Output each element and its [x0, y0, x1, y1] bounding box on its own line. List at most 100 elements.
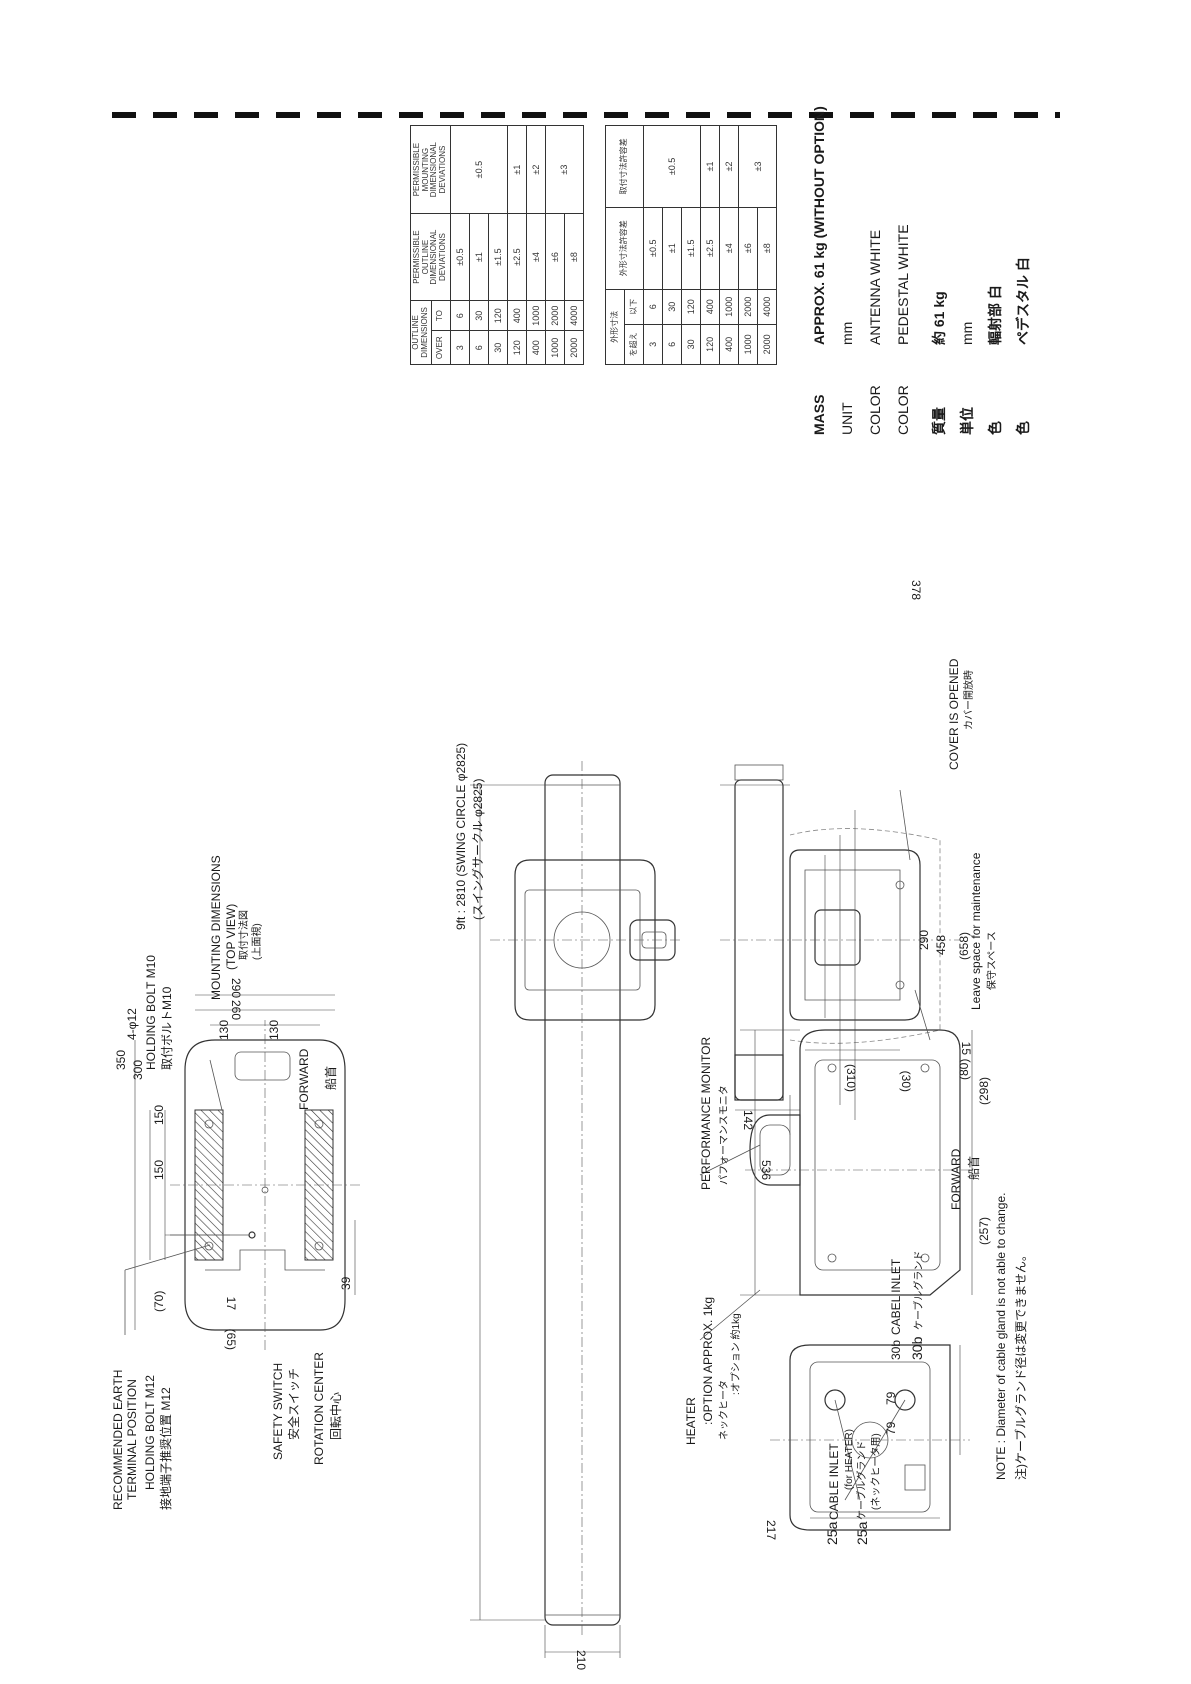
- spec-mass-label-ja: 質量: [931, 407, 947, 435]
- forward-label-top: FORWARD: [297, 1048, 311, 1110]
- dim-290: 290: [229, 977, 243, 998]
- table-cell: 3: [643, 324, 663, 365]
- antenna-radiator-top: [544, 774, 621, 1626]
- table-en-outline-header: OUTLINE DIMENSIONS: [410, 300, 432, 365]
- table-cell: 400: [719, 324, 739, 365]
- note-label: NOTE : Diameter of cable gland is not ab…: [994, 1192, 1008, 1481]
- table-cell: ±1: [700, 125, 720, 208]
- table-cell: 2000: [757, 324, 777, 365]
- table-ja-pod-header: 外形寸法許容差: [605, 207, 644, 290]
- tag-25a-ja: 25a: [854, 1521, 870, 1545]
- spec-color-value-2: PEDESTAL WHITE: [895, 224, 911, 345]
- performance-monitor-label: PERFORMANCE MONITOR: [699, 1036, 713, 1190]
- table-cell: ±1.5: [681, 207, 701, 290]
- cable-inlet-heater-label: CABLE INLET: [827, 1443, 841, 1520]
- earth-terminal-label-2: TERMINAL POSITION: [125, 1379, 139, 1500]
- forward-label-front-ja: 船首: [967, 1155, 981, 1180]
- holes-label: 4-φ12: [125, 1008, 139, 1040]
- dim-30: (30): [899, 1070, 913, 1092]
- spec-mass-value-ja: 約 61 kg: [931, 291, 947, 345]
- maintenance-label-ja: 保守スペース: [987, 931, 998, 990]
- table-cell: ±1: [662, 207, 682, 290]
- table-cell: 120: [507, 330, 527, 365]
- spec-color-label-1: COLOR: [867, 385, 883, 435]
- table-cell: 120: [700, 324, 720, 365]
- earth-terminal-label: RECOMMENDED EARTH: [111, 1369, 125, 1510]
- table-cell: 6: [643, 289, 663, 325]
- cover-opened-label: COVER IS OPENED: [947, 658, 961, 770]
- dim-290-side: 290: [917, 929, 931, 950]
- mounting-view-label-ja: (上面視): [252, 923, 263, 960]
- spec-unit-label-ja: 単位: [959, 407, 975, 435]
- table-cell: 1000: [738, 324, 758, 365]
- table-cell: 30: [681, 324, 701, 365]
- table-ja-over-header: を超え: [624, 324, 644, 365]
- rear-view: [770, 1344, 970, 1531]
- spec-unit-value: mm: [839, 321, 855, 345]
- table-cell: 4000: [757, 289, 777, 325]
- mounting-base: [134, 994, 360, 1350]
- spec-color-label-ja-1: 色: [987, 421, 1003, 435]
- table-cell: 2000: [545, 300, 565, 331]
- dim-65: (65): [224, 1328, 238, 1350]
- table-cell: ±0.5: [450, 213, 470, 301]
- swing-circle-label: 9ft : 2810 (SWING CIRCLE φ2825): [454, 742, 468, 930]
- note-label-ja: 注)ケーブルグランド径は変更できません。: [1014, 1249, 1028, 1480]
- performance-monitor-label-ja: パフォーマンスモニタ: [719, 1085, 730, 1185]
- tag-30b-ja: 30b: [909, 1336, 925, 1360]
- holding-bolt-label: HOLDING BOLT M10: [144, 955, 158, 1070]
- dim-458: 458: [934, 934, 948, 955]
- table-cell: ±3: [738, 125, 777, 208]
- table-cell: 400: [507, 300, 527, 331]
- side-view: [720, 764, 960, 1135]
- front-view: [740, 1029, 973, 1296]
- table-cell: ±6: [738, 207, 758, 290]
- mounting-dimensions-label-ja: 取付寸法図: [239, 910, 250, 960]
- heater-option-label-ja: :オプション 約1kg: [731, 1313, 742, 1395]
- spec-color-value-ja-1: 輻射部 白: [987, 285, 1003, 345]
- heater-label-ja: ネックヒータ: [719, 1380, 730, 1440]
- table-cell: ±0.5: [450, 125, 508, 214]
- dim-130b: 130: [267, 1019, 281, 1040]
- forward-label-top-ja: 船首: [324, 1065, 338, 1090]
- table-cell: 1000: [719, 289, 739, 325]
- tolerance-table-ja: 外形寸法 外形寸法許容差 取付寸法許容差 を超え 以下 3 6 ±0.5 ±0.…: [605, 125, 777, 365]
- dashed-border: [112, 112, 1060, 118]
- table-cell: 120: [488, 300, 508, 331]
- table-cell: ±2.5: [700, 207, 720, 290]
- table-cell: ±4: [719, 207, 739, 290]
- table-cell: ±0.5: [643, 125, 701, 208]
- table-cell: 6: [450, 300, 470, 331]
- dim-80: (80): [957, 1058, 971, 1080]
- table-en-pmd-header: PERMISSIBLE MOUNTING DIMENSIONAL DEVIATI…: [410, 125, 451, 214]
- tag-30b: 30b: [889, 1339, 903, 1360]
- dim-300: 300: [131, 1059, 145, 1080]
- spec-unit-label: UNIT: [839, 402, 855, 435]
- table-cell: 3: [450, 330, 470, 365]
- table-cell: 120: [681, 289, 701, 325]
- table-cell: 400: [526, 330, 546, 365]
- leader-lines: [124, 789, 931, 1501]
- table-cell: ±0.5: [643, 207, 663, 290]
- table-cell: 2000: [738, 289, 758, 325]
- dim-210: 210: [574, 1649, 588, 1670]
- table-cell: 400: [700, 289, 720, 325]
- table-cell: 1000: [545, 330, 565, 365]
- maintenance-label: Leave space for maintenance: [969, 852, 983, 1010]
- rotation-center-label-ja: 回転中心: [329, 1391, 343, 1440]
- spec-color-value-1: ANTENNA WHITE: [867, 229, 883, 345]
- swing-circle-label-ja: (スイングサークル φ2825): [471, 778, 485, 920]
- dim-70: (70): [152, 1290, 166, 1312]
- dim-260: 260: [229, 999, 243, 1020]
- cable-inlet-heater-sub: (for HEATER): [844, 1429, 855, 1490]
- table-cell: ±2: [526, 125, 546, 214]
- table-cell: ±2.5: [507, 213, 527, 301]
- table-cell: ±4: [526, 213, 546, 301]
- table-ja-pmd-header: 取付寸法許容差: [605, 125, 644, 208]
- cable-inlet-heater-label-ja: ケーブルグランド: [857, 1440, 868, 1520]
- cable-inlet-30b-label: CABEL INLET: [889, 1258, 903, 1335]
- table-cell: ±8: [757, 207, 777, 290]
- mounting-dimensions-label: MOUNTING DIMENSIONS: [209, 855, 223, 1000]
- heater-option-label: :OPTION APPROX. 1kg: [701, 1296, 715, 1425]
